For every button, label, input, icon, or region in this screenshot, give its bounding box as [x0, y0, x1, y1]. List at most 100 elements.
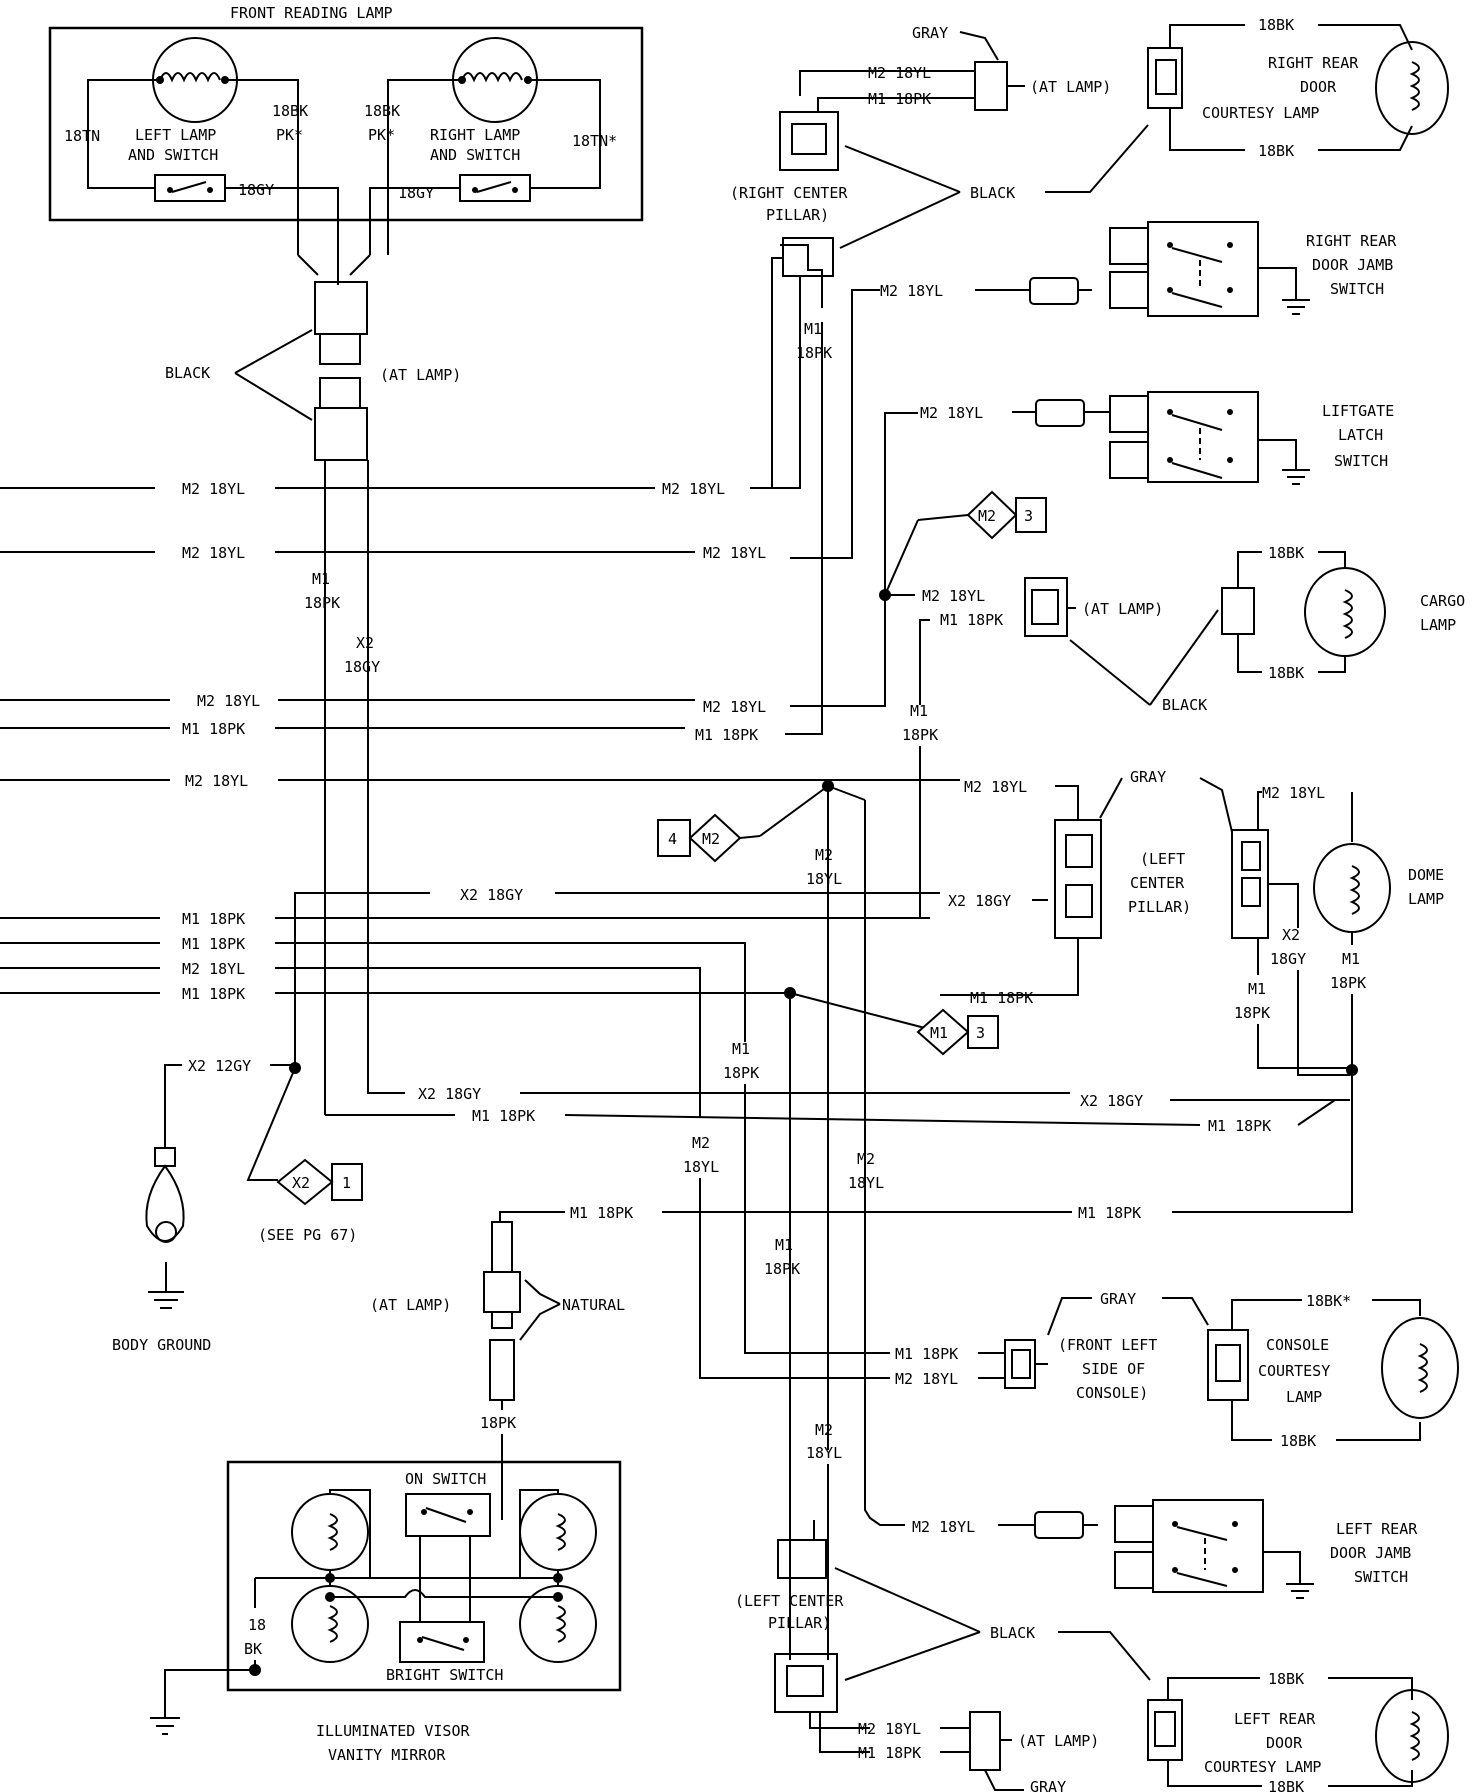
wire-label-m1-e: M1	[775, 1236, 793, 1254]
wire-label-18pk-g: 18PK	[723, 1064, 759, 1082]
left-lamp-filament-icon	[159, 72, 221, 83]
bright-switch-icon	[399, 1621, 485, 1663]
wire-label-m2-c: M2	[815, 846, 833, 864]
rrj-label-3: SWITCH	[1330, 280, 1384, 298]
lcp-b-label-1: (LEFT CENTER	[735, 1592, 844, 1610]
wire-label-m2-f: M2	[857, 1150, 875, 1168]
wire-label-dome-m2: M2 18YL	[1262, 784, 1325, 802]
wire-label-m2-18yl-1b: M2 18YL	[662, 480, 725, 498]
lr-courtesy-label-3: COURTESY LAMP	[1204, 1758, 1321, 1776]
wire-label-rr-m1: M1 18PK	[868, 90, 931, 108]
cargo-label-1: CARGO	[1420, 592, 1465, 610]
splice-m2-4: 4 M2	[657, 813, 761, 863]
wire-label-18gy: 18GY	[238, 181, 274, 199]
wire-label-lcp-m2: M2 18YL	[964, 778, 1027, 796]
wire-label-m2-d: M2	[815, 1421, 833, 1439]
gray-label-2: GRAY	[1130, 768, 1166, 786]
wire-label-18pk-dome-a: 18PK	[1234, 1004, 1270, 1022]
center-trunk: M2 18YL M2 18YL M1 18PK M2 18YL M1 18PK …	[683, 780, 958, 1660]
ground-eyelet-icon	[145, 1164, 185, 1242]
lcp-label-2: CENTER	[1130, 874, 1185, 892]
wire-label-18gy-a: 18GY	[344, 658, 380, 676]
wire-label-m2-18yl-3b: M2 18YL	[703, 698, 766, 716]
illuminated-visor-mirror: (AT LAMP) NATURAL 18PK ON SWITCH BRIGHT …	[150, 1221, 625, 1764]
console-label-2: COURTESY	[1258, 1362, 1330, 1380]
left-rear-door-jamb-switch: M2 18YL LEFT REAR DOOR JAMB SWITCH	[912, 1499, 1418, 1599]
black-label-lr: BLACK	[990, 1624, 1035, 1642]
body-ground-assembly: X2 12GY BODY GROUND	[112, 1057, 301, 1354]
splice-m2-3-num: 3	[1024, 507, 1033, 525]
console-label-1: CONSOLE	[1266, 1336, 1329, 1354]
wire-label-m1-18pk-6: M1 18PK	[895, 1345, 958, 1363]
wire-label-m1-18pk-4: M1 18PK	[182, 985, 245, 1003]
wire-label-m1-a: M1	[312, 570, 330, 588]
wire-label-18yl-c: 18YL	[806, 870, 842, 888]
wire-label-m1-18pk-dome: M1 18PK	[1078, 1204, 1141, 1222]
on-switch-icon	[405, 1493, 491, 1537]
lrj-label-3: SWITCH	[1354, 1568, 1408, 1586]
wire-label-console-bk-2: 18BK	[1280, 1432, 1316, 1450]
wire-label-x2-a: X2	[356, 634, 374, 652]
wire-label-cargo-bk-2: 18BK	[1268, 664, 1304, 682]
black-label-front: BLACK	[165, 364, 210, 382]
front-lamp-title: FRONT READING LAMP	[230, 4, 393, 22]
cargo-bulb-icon	[1304, 567, 1386, 657]
black-label-rr: BLACK	[970, 184, 1015, 202]
wire-label-m1-18pk-5: M1 18PK	[472, 1107, 535, 1125]
right-lamp-switch-icon	[459, 174, 531, 202]
wire-label-x2-18gy-2b: X2 18GY	[1080, 1092, 1143, 1110]
wire-label-m2-18yl-1: M2 18YL	[182, 480, 245, 498]
wire-label-cargo-m2: M2 18YL	[922, 587, 985, 605]
wire-label-18tn: 18TN	[64, 127, 100, 145]
right-rear-door-jamb-switch: M2 18YL RIGHT REAR DOOR JAMB SWITCH	[880, 221, 1397, 317]
at-lamp-label-lr: (AT LAMP)	[1018, 1732, 1099, 1750]
wire-label-m1-18pk-3: M1 18PK	[182, 935, 245, 953]
rr-courtesy-label-1: RIGHT REAR	[1268, 54, 1359, 72]
flc-label-3: CONSOLE)	[1076, 1384, 1148, 1402]
flc-label-2: SIDE OF	[1082, 1360, 1145, 1378]
wire-label-lr-m2: M2 18YL	[858, 1720, 921, 1738]
wire-label-18pk-dome-b: 18PK	[1330, 974, 1366, 992]
rr-courtesy-bulb-icon	[1375, 41, 1449, 135]
on-switch-label: ON SWITCH	[405, 1470, 486, 1488]
wire-label-visor-m1: M1 18PK	[570, 1204, 633, 1222]
gray-label-1: GRAY	[912, 24, 948, 42]
console-courtesy-lamp: (FRONT LEFT SIDE OF CONSOLE) GRAY 18BK* …	[1004, 1290, 1459, 1450]
right-lamp-label: RIGHT LAMP	[430, 126, 520, 144]
lg-label-3: SWITCH	[1334, 452, 1388, 470]
lg-label-1: LIFTGATE	[1322, 402, 1394, 420]
dome-label-1: DOME	[1408, 866, 1444, 884]
wire-label-lr-bk-2: 18BK	[1268, 1778, 1304, 1792]
wire-label-m1-18pk-2: M1 18PK	[182, 910, 245, 928]
cargo-lamp: M2 18YL M1 18PK M1 18PK (AT LAMP) 18BK 1…	[885, 544, 1465, 918]
front-lamp-connector: BLACK (AT LAMP)	[165, 254, 461, 461]
dome-bulb-icon	[1313, 843, 1391, 933]
at-lamp-label-front: (AT LAMP)	[380, 366, 461, 384]
rr-courtesy-label-2: DOOR	[1300, 78, 1337, 96]
splice-x2-1: X2 1 (SEE PG 67)	[258, 1158, 363, 1244]
wire-label-18gy-2: 18GY	[398, 184, 434, 202]
visor-box	[226, 1460, 622, 1692]
wire-label-18bk: 18BK	[272, 102, 308, 120]
wire-label-visor-18pk: 18PK	[480, 1414, 516, 1432]
wire-label-m1-g: M1	[732, 1040, 750, 1058]
wire-label-m1-18pk-5b: M1 18PK	[1208, 1117, 1271, 1135]
lg-label-2: LATCH	[1338, 426, 1383, 444]
visor-bulb-1-icon	[291, 1493, 369, 1571]
wire-label-m2-h: M2	[692, 1134, 710, 1152]
lr-courtesy-label-2: DOOR	[1266, 1734, 1303, 1752]
wire-label-lcp-m1: M1 18PK	[970, 989, 1033, 1007]
visor-label-1: ILLUMINATED VISOR	[316, 1722, 470, 1740]
bright-switch-label: BRIGHT SWITCH	[386, 1666, 503, 1684]
left-lamp-label-2: AND SWITCH	[128, 146, 218, 164]
lr-courtesy-bulb-icon	[1375, 1689, 1449, 1783]
gray-label-3: GRAY	[1100, 1290, 1136, 1308]
wire-label-m2-18yl-3: M2 18YL	[197, 692, 260, 710]
dome-label-2: LAMP	[1408, 890, 1444, 908]
wire-label-rr-bk-1: 18BK	[1258, 16, 1294, 34]
at-lamp-label-cargo: (AT LAMP)	[1082, 600, 1163, 618]
wire-label-m2-18yl-6: M2 18YL	[895, 1370, 958, 1388]
left-center-pillar-dome: M2 18YL GRAY (LEFT CENTER PILLAR) M1 18P…	[499, 768, 1444, 1222]
at-lamp-label-rr: (AT LAMP)	[1030, 78, 1111, 96]
